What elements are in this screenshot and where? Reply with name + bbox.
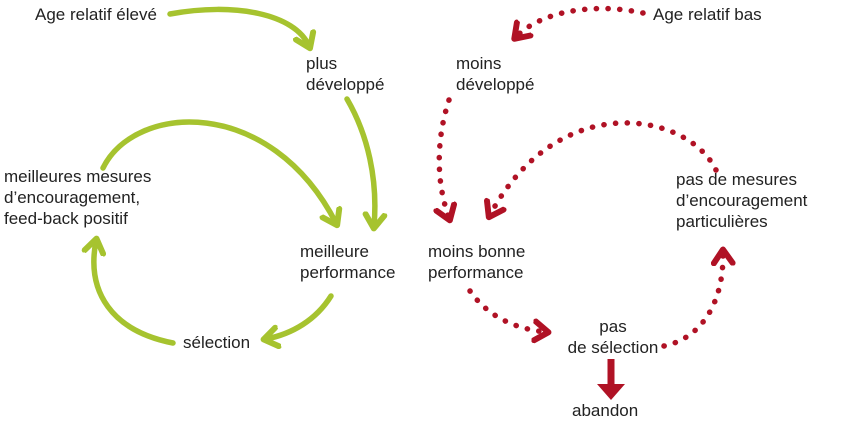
arrow-age-eleve-to-plus-developpe [167, 6, 309, 46]
label-selection: sélection [183, 333, 251, 352]
arrow-pas-de-selection-to-pas-de-mesures [661, 252, 723, 349]
label-plus-developpe: plus développé [306, 54, 385, 94]
arrow-pas-de-mesures-to-moins-bonne-performance [490, 120, 719, 215]
arrow-selection-to-mesures [94, 241, 176, 346]
label-age-relatif-eleve: Age relatif élevé [35, 5, 157, 24]
label-abandon: abandon [572, 401, 639, 420]
abandon-arrowhead-icon [597, 384, 625, 400]
arrow-age-bas-to-moins-developpe [516, 5, 646, 37]
label-meilleures-mesures: meilleures mesures d’encouragement, feed… [4, 167, 152, 228]
arrow-plus-developpe-to-meilleure-performance [344, 96, 375, 226]
arrow-moins-developpe-to-moins-bonne-performance [439, 97, 449, 218]
arrow-moins-bonne-performance-to-pas-de-selection [467, 288, 546, 332]
label-pas-de-selection: pas de sélection [567, 317, 659, 357]
label-moins-bonne-performance: moins bonne performance [428, 242, 526, 282]
arrow-mesures-to-meilleure-performance [100, 119, 336, 223]
label-meilleure-performance: meilleure performance [300, 242, 396, 282]
label-moins-developpe: moins développé [456, 54, 535, 94]
label-age-relatif-bas: Age relatif bas [653, 5, 762, 24]
arrow-meilleure-performance-to-selection [266, 293, 334, 339]
label-pas-de-mesures: pas de mesures d’encouragement particuli… [676, 170, 808, 231]
